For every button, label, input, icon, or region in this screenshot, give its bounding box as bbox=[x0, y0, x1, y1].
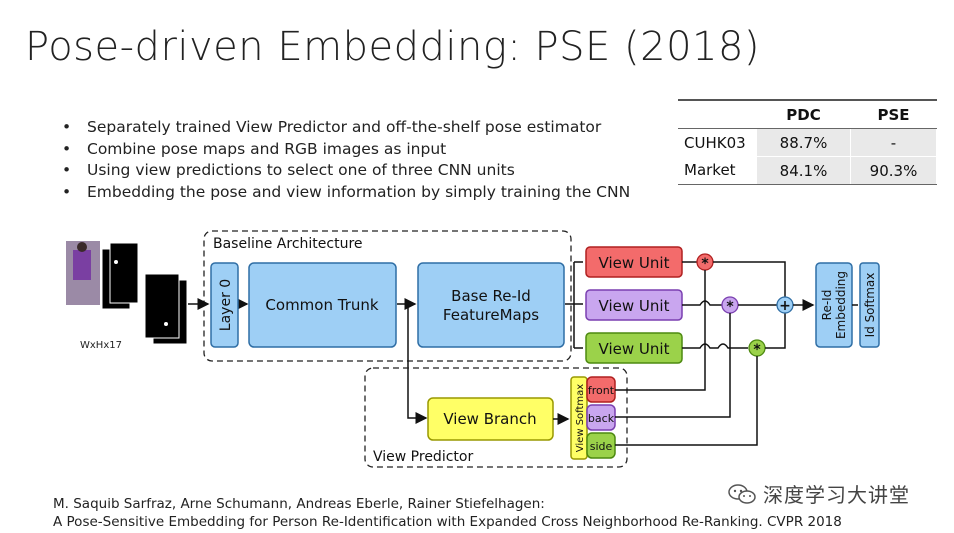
base-reid-label-line1: Base Re-Id bbox=[451, 287, 531, 305]
cell-pdc: 88.7% bbox=[756, 128, 851, 157]
layer0-block bbox=[210, 262, 239, 348]
bullet-item: Embedding the pose and view information … bbox=[62, 182, 630, 204]
input-size-label: WxHx17 bbox=[80, 340, 122, 351]
bullet-item: Using view predictions to select one of … bbox=[62, 160, 630, 182]
row-name: CUHK03 bbox=[684, 133, 746, 152]
person-figure bbox=[73, 250, 91, 280]
view-predictor-group bbox=[364, 367, 628, 468]
front-label: front bbox=[588, 384, 615, 397]
multiply-symbol: * bbox=[701, 256, 709, 272]
view-softmax-label: View Softmax bbox=[575, 384, 586, 453]
table-row: Market 84.1% 90.3% bbox=[678, 156, 937, 185]
table-header-pse: PSE bbox=[850, 99, 937, 129]
bullet-item: Combine pose maps and RGB images as inpu… bbox=[62, 139, 630, 161]
base-reid-label-line2: FeatureMaps bbox=[443, 306, 539, 324]
view-unit-label: View Unit bbox=[599, 297, 670, 315]
reid-embedding-line2: Embedding bbox=[834, 271, 848, 339]
cell-pse: 90.3% bbox=[850, 156, 937, 185]
slide-title: Pose-driven Embedding: PSE (2018) bbox=[25, 24, 761, 70]
table-header-empty bbox=[678, 99, 757, 129]
person-head bbox=[77, 242, 87, 252]
view-predictor-label: View Predictor bbox=[373, 449, 473, 465]
multiply-symbol: * bbox=[753, 342, 761, 358]
results-table: PDC PSE CUHK03 88.7% - Market 84.1% 90.3… bbox=[678, 99, 937, 185]
reference-line1: M. Saquib Sarfraz, Arne Schumann, Andrea… bbox=[53, 496, 545, 512]
input-image-stack bbox=[66, 241, 188, 345]
watermark: 深度学习大讲堂 bbox=[727, 479, 910, 508]
baseline-architecture-label: Baseline Architecture bbox=[213, 236, 363, 252]
layer0-label: Layer 0 bbox=[218, 279, 234, 331]
multiply-symbol: * bbox=[726, 299, 734, 315]
reference-line2: A Pose-Sensitive Embedding for Person Re… bbox=[53, 514, 842, 530]
row-name: Market bbox=[678, 156, 757, 185]
baseline-architecture-group bbox=[203, 230, 572, 362]
watermark-text: 深度学习大讲堂 bbox=[763, 483, 910, 507]
reference: M. Saquib Sarfraz, Arne Schumann, Andrea… bbox=[53, 495, 842, 531]
cell-pse: - bbox=[850, 128, 937, 157]
table-header-pdc: PDC bbox=[756, 99, 851, 129]
bullet-item: Separately trained View Predictor and of… bbox=[62, 117, 630, 139]
base-reid-block bbox=[417, 262, 565, 348]
id-softmax-block bbox=[859, 262, 880, 348]
pose-map bbox=[109, 242, 139, 304]
pose-map bbox=[144, 273, 180, 339]
table-row: CUHK03 88.7% - bbox=[678, 128, 937, 157]
reid-embedding-line1: Re-Id bbox=[820, 290, 834, 321]
bullet-list: Separately trained View Predictor and of… bbox=[62, 117, 630, 203]
view-unit-label: View Unit bbox=[599, 340, 670, 358]
id-softmax-label: Id Softmax bbox=[863, 273, 877, 338]
side-label: side bbox=[590, 440, 613, 453]
plus-symbol: + bbox=[779, 298, 791, 314]
common-trunk-label: Common Trunk bbox=[265, 296, 378, 314]
wechat-icon bbox=[728, 483, 756, 504]
view-unit-label: View Unit bbox=[599, 254, 670, 272]
back-label: back bbox=[588, 412, 615, 425]
view-branch-label: View Branch bbox=[443, 410, 536, 428]
cell-pdc: 84.1% bbox=[756, 156, 851, 185]
common-trunk-block bbox=[248, 262, 397, 348]
